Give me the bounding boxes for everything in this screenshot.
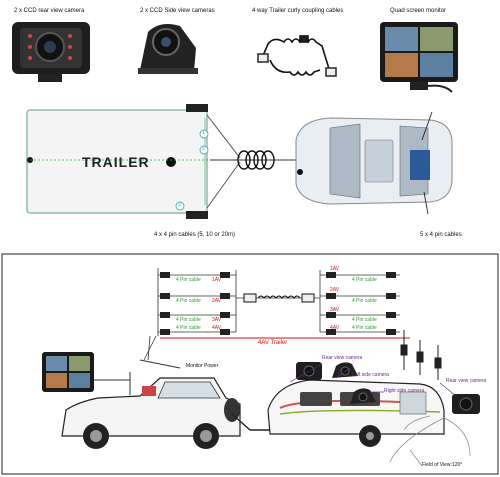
left-cable-3-av: 3AV xyxy=(212,317,222,323)
right-cable-3-label: 4 Pin cable xyxy=(352,317,377,323)
left-cable-2-av: 2AV xyxy=(212,298,222,304)
marker-2 xyxy=(199,145,209,155)
left-side-camera-label: Left side camera xyxy=(352,372,389,378)
label-4pin-cables: 4 x 4 pin cables (5, 10 or 20m) xyxy=(154,232,236,238)
label-5x4pin-cables: 5 x 4 pin cables xyxy=(420,232,462,238)
bottom-camera-right-side xyxy=(350,388,376,404)
label-coupling-cables: 4 way Trailer curly coupling cables xyxy=(252,8,344,14)
right-cable-4-av: 4AV xyxy=(330,325,340,331)
bottom-panel xyxy=(1,253,499,475)
bottom-camera-left-side xyxy=(332,362,358,378)
label-quad-monitor: Quad screen monitor xyxy=(390,8,447,14)
tow-bar xyxy=(206,114,310,209)
right-cable-1-label: 4 Pin cable xyxy=(352,277,377,283)
label-side-camera: 2 x CCD Side view cameras xyxy=(140,8,215,14)
left-connectors xyxy=(160,272,396,335)
marker-1 xyxy=(199,129,209,139)
rear-camera-image xyxy=(12,22,90,82)
marker-1-text: 1 xyxy=(202,130,205,136)
marker-3-text: 3 xyxy=(178,202,181,208)
trailer-body xyxy=(26,104,215,219)
right-cable-2-label: 4 Pin cable xyxy=(352,298,377,304)
side-camera-image xyxy=(138,24,198,74)
left-cable-2-label: 4 Pin cable xyxy=(176,298,201,304)
coupling-cable-image xyxy=(257,35,337,77)
marker-2-text: 2 xyxy=(202,146,205,152)
car-top-view xyxy=(295,111,453,215)
right-cable-4-label: 4 Pin cable xyxy=(352,325,377,331)
right-side-camera-label: Right side camera xyxy=(384,388,425,394)
left-cable-4-av: 4AV xyxy=(212,325,222,331)
right-cable-1-av: 1AV xyxy=(330,266,340,272)
quad-monitor-image xyxy=(380,22,458,93)
right-cable-2-av: 2AV xyxy=(330,287,340,293)
monitor-power-label: Monitor Power xyxy=(186,363,219,369)
field-of-view-arcs xyxy=(389,415,471,467)
coupling-coil xyxy=(237,150,275,170)
field-of-view-label: Field of View:120° xyxy=(422,462,463,468)
camera-leader-lines xyxy=(289,363,457,397)
right-cable-3-av: 3AV xyxy=(330,307,340,313)
left-cable-1-av: 1AV xyxy=(212,277,222,283)
bottom-camera-rear-2 xyxy=(452,394,480,414)
caravan-vehicle xyxy=(250,379,445,447)
trailer-line-label: 4AV Trailer xyxy=(258,340,288,346)
left-cable-1-label: 4 Pin cable xyxy=(176,277,201,283)
left-cable-3-label: 4 Pin cable xyxy=(176,317,201,323)
suv-vehicle xyxy=(61,377,251,449)
label-rear-camera: 2 x CCD rear view camera xyxy=(14,8,85,14)
trailer-text: TRAILER xyxy=(82,154,150,170)
rear-camera-label-2: Rear view camera xyxy=(446,378,487,384)
monitor-bottom xyxy=(42,352,181,395)
rear-camera-label-1: Rear view camera xyxy=(322,355,363,361)
left-cable-4-label: 4 Pin cable xyxy=(176,325,201,331)
right-connectors xyxy=(400,330,442,380)
center-coupling xyxy=(243,293,315,303)
marker-3 xyxy=(175,201,185,211)
